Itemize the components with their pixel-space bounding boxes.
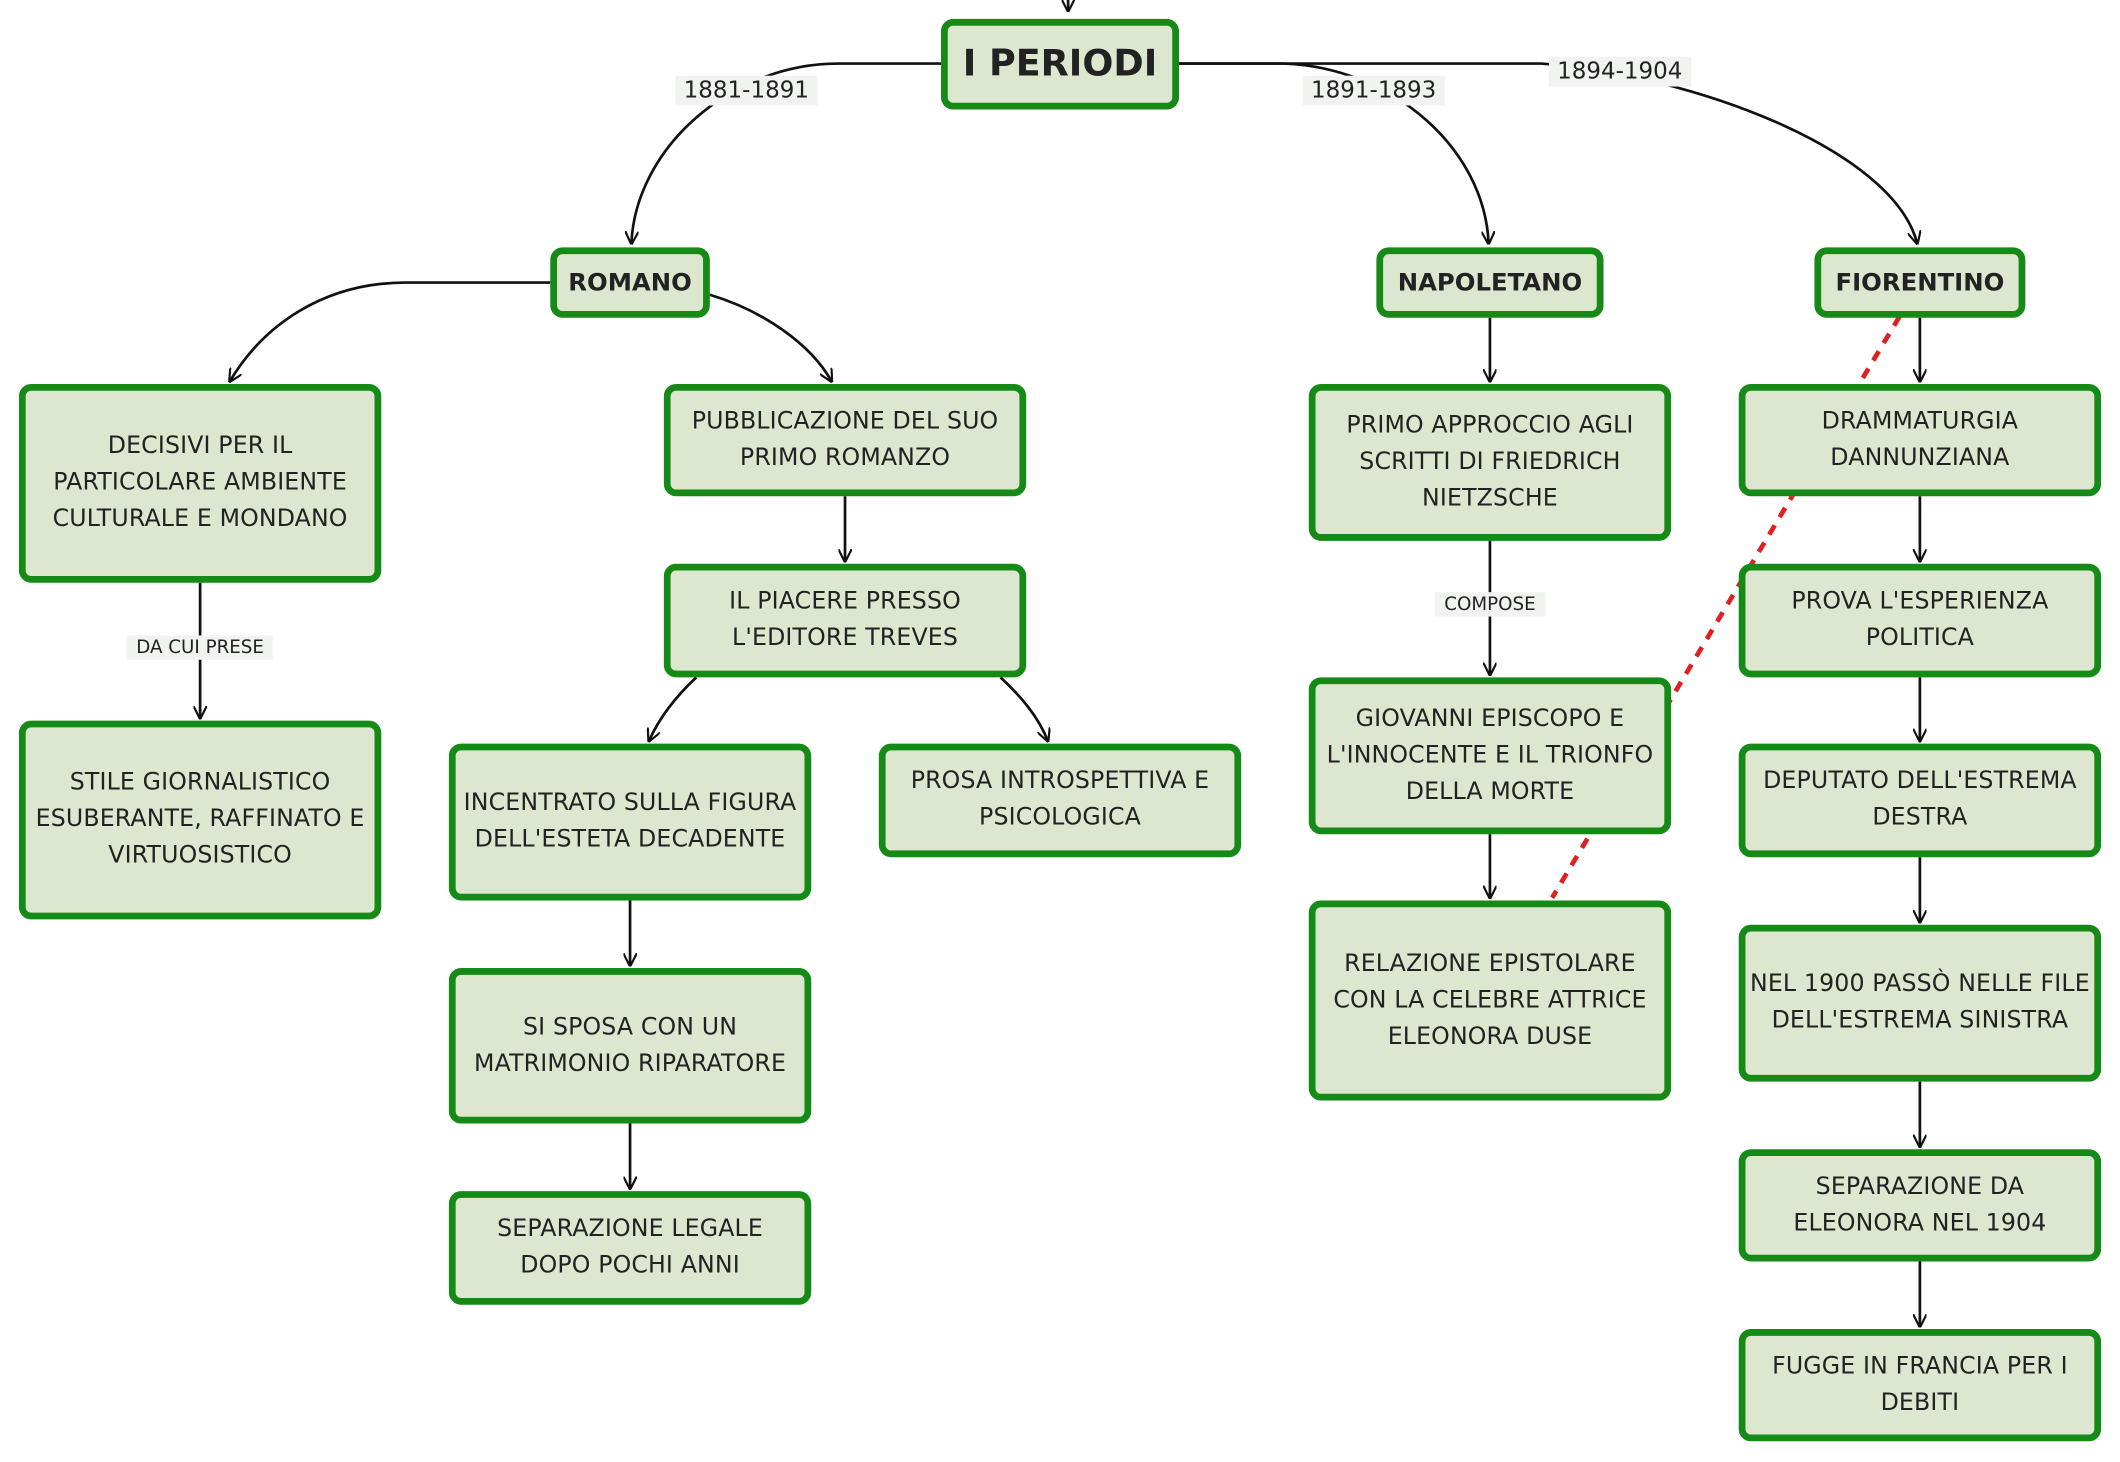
- node-esteta-decadente[interactable]: INCENTRATO SULLA FIGURA DELL'ESTETA DECA…: [448, 743, 812, 901]
- node-separazione-eleonora[interactable]: SEPARAZIONE DA ELEONORA NEL 1904: [1738, 1149, 2102, 1262]
- connector-title-fiorentino: [1178, 62, 1917, 244]
- node-fugge-francia[interactable]: FUGGE IN FRANCIA PER I DEBITI: [1738, 1329, 2102, 1442]
- node-matrimonio[interactable]: SI SPOSA CON UN MATRIMONIO RIPARATORE: [448, 968, 812, 1124]
- node-separazione-legale[interactable]: SEPARAZIONE LEGALE DOPO POCHI ANNI: [448, 1191, 812, 1305]
- node-prosa-introspettiva[interactable]: PROSA INTROSPETTIVA E PSICOLOGICA: [878, 743, 1242, 858]
- edge-label-compose: COMPOSE: [1434, 592, 1546, 617]
- connector-title-romano: [631, 62, 942, 244]
- node-nietzsche[interactable]: PRIMO APPROCCIO AGLI SCRITTI DI FRIEDRIC…: [1308, 383, 1672, 541]
- connector-romano-left: [230, 281, 551, 382]
- root-node-title[interactable]: I PERIODI: [941, 18, 1179, 110]
- node-estrema-destra[interactable]: DEPUTATO DELL'ESTREMA DESTRA: [1738, 743, 2102, 858]
- connector-novel-figure: [649, 676, 698, 741]
- connector-novel-prose: [999, 676, 1048, 741]
- node-decisivi[interactable]: DECISIVI PER IL PARTICOLARE AMBIENTE CUL…: [18, 383, 382, 583]
- node-estrema-sinistra[interactable]: NEL 1900 PASSÒ NELLE FILE DELL'ESTREMA S…: [1738, 924, 2102, 1082]
- edge-label-da-cui-prese: DA CUI PRESE: [126, 635, 274, 660]
- node-drammaturgia[interactable]: DRAMMATURGIA DANNUNZIANA: [1738, 383, 2102, 497]
- node-pubblicazione[interactable]: PUBBLICAZIONE DEL SUO PRIMO ROMANZO: [663, 383, 1027, 497]
- node-giovanni-episcopo[interactable]: GIOVANNI EPISCOPO E L'INNOCENTE E IL TRI…: [1308, 677, 1672, 835]
- node-eleonora-duse[interactable]: RELAZIONE EPISTOLARE CON LA CELEBRE ATTR…: [1308, 900, 1672, 1101]
- node-esperienza-politica[interactable]: PROVA L'ESPERIENZA POLITICA: [1738, 563, 2102, 678]
- period-node-napoletano[interactable]: NAPOLETANO: [1376, 247, 1604, 318]
- node-stile-giornalistico[interactable]: STILE GIORNALISTICO ESUBERANTE, RAFFINAT…: [18, 720, 382, 920]
- edge-label-fiorentino-years: 1894-1904: [1548, 56, 1691, 87]
- period-node-fiorentino[interactable]: FIORENTINO: [1814, 247, 2026, 318]
- node-il-piacere[interactable]: IL PIACERE PRESSO L'EDITORE TREVES: [663, 563, 1027, 678]
- edge-label-romano-years: 1881-1891: [675, 75, 818, 106]
- edge-label-napoletano-years: 1891-1893: [1302, 75, 1445, 106]
- period-node-romano[interactable]: ROMANO: [550, 247, 710, 318]
- connector-title-napoletano: [1178, 62, 1489, 244]
- connector-romano-right: [709, 293, 832, 382]
